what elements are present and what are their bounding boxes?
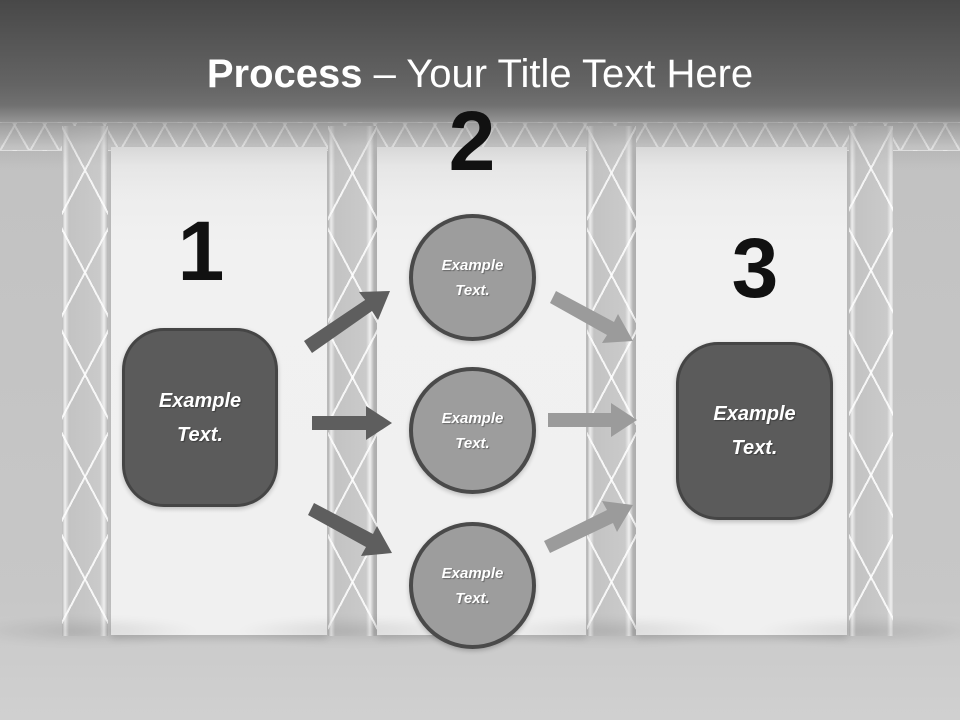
step3-box-label: Example Text. bbox=[713, 403, 796, 459]
step-number-2[interactable]: 2 bbox=[448, 94, 496, 188]
step-number-3[interactable]: 3 bbox=[731, 221, 779, 315]
step2-circle-label: Example Text. bbox=[441, 256, 504, 299]
step2-circle[interactable]: Example Text. bbox=[409, 522, 536, 649]
step2-circle-label: Example Text. bbox=[441, 409, 504, 452]
arrow-down-right-icon bbox=[308, 503, 392, 556]
step2-circle-label: Example Text. bbox=[441, 564, 504, 607]
title-rest: – Your Title Text Here bbox=[362, 52, 754, 96]
arrow-down-right-icon bbox=[550, 291, 633, 343]
arrow-up-right-icon bbox=[544, 501, 633, 553]
arrow-right-icon bbox=[548, 403, 637, 437]
arrow-up-right-icon bbox=[304, 291, 390, 353]
step1-box[interactable]: Example Text. bbox=[122, 328, 278, 507]
step1-box-label: Example Text. bbox=[158, 389, 242, 446]
arrow-right-icon bbox=[312, 406, 392, 440]
slide-title[interactable]: Process – Your Title Text Here bbox=[0, 50, 960, 98]
step2-circle[interactable]: Example Text. bbox=[409, 214, 536, 341]
step2-circle[interactable]: Example Text. bbox=[409, 367, 536, 494]
step-number-1[interactable]: 1 bbox=[177, 204, 225, 298]
title-emphasis: Process bbox=[206, 52, 363, 96]
step3-box[interactable]: Example Text. bbox=[676, 342, 833, 520]
